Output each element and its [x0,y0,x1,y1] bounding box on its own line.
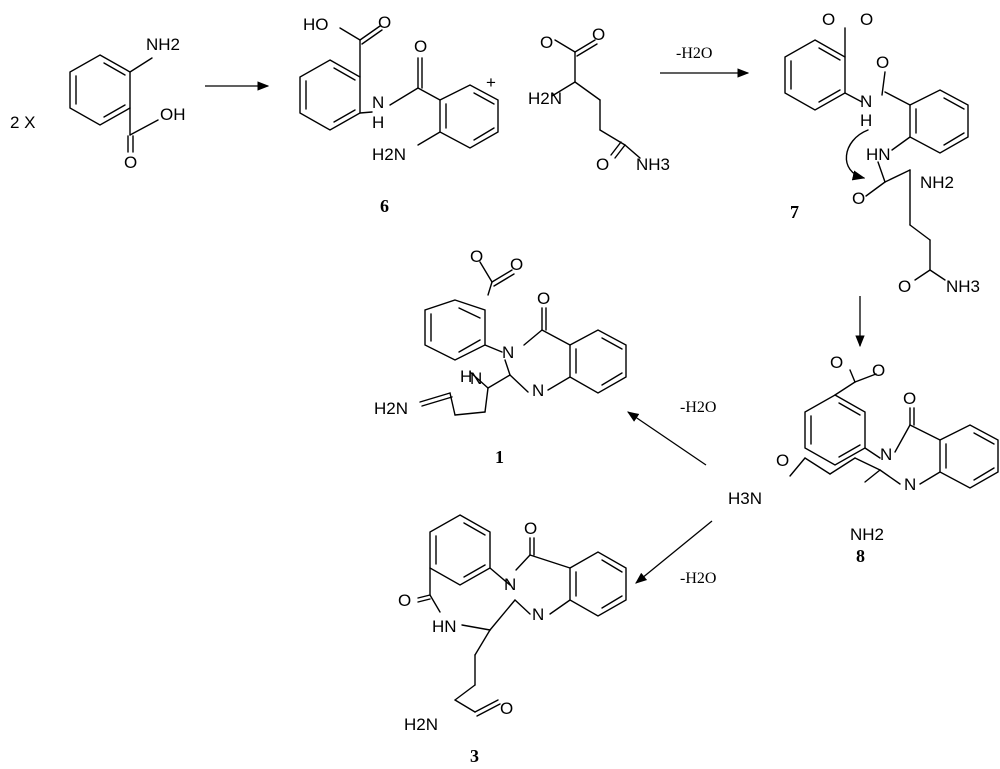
atom-o: O [592,25,605,44]
atom-o: O [500,699,513,718]
atom-n: N [532,605,544,624]
compound-label-6: 6 [380,196,389,216]
atom-o: O [398,591,411,610]
atom-o: O [596,155,609,174]
atom-n: N [860,92,872,111]
atom-h2n: H2N [404,715,438,734]
atom-o: O [378,13,391,32]
atom-o-minus: O [830,353,843,372]
compound-label-7: 7 [790,202,799,222]
glutamine-structure [551,39,641,159]
atom-h2n: H2N [374,399,408,418]
atom-nh3: NH3 [636,155,670,174]
atom-o: O [537,289,550,308]
atom-nh2: NH2 [920,173,954,192]
compound-label-1: 1 [495,447,504,467]
atom-o-minus: O [540,33,553,52]
atom-h3n: H3N [728,489,762,508]
anthranilic-acid-structure [69,54,159,153]
arrow-to-3 [635,520,713,584]
atom-nh3: NH3 [946,277,980,296]
atom-o: O [510,255,523,274]
compound-8-structure [789,369,999,489]
atom-n: N [880,445,892,464]
atom-nh2: NH2 [850,525,884,544]
arrow-to-1 [627,411,707,466]
compound-1-structure [419,261,627,416]
atom-nh2: NH2 [146,35,180,54]
atom-o: O [124,153,137,172]
atom-o: O [524,519,537,538]
reagent-count: 2 X [10,113,36,132]
compound-7-structure [784,27,969,281]
compound-6-structure [299,25,499,149]
atom-o: O [903,389,916,408]
atom-o-minus: O [822,10,835,29]
atom-o: O [414,37,427,56]
compound-3-structure [417,514,627,717]
atom-o: O [898,277,911,296]
plus-sign: + [486,73,496,92]
condition-dehydration-1: -H2O [676,45,712,62]
atom-hn: HN [432,617,457,636]
atom-h2n: H2N [372,145,406,164]
atom-ho: HO [303,15,329,34]
atom-o: O [776,451,789,470]
condition-dehydration-3: -H2O [680,570,716,587]
atom-o: O [852,189,865,208]
atom-hn: HN [866,145,891,164]
atom-h2n: H2N [528,89,562,108]
atom-n: N [372,93,384,112]
atom-o: O [860,10,873,29]
condition-dehydration-2: -H2O [680,399,716,416]
atom-o: O [876,53,889,72]
atom-n: N [470,369,482,388]
atom-n: N [532,381,544,400]
atom-n: N [502,343,514,362]
compound-label-3: 3 [470,746,479,766]
atom-n: N [504,575,516,594]
atom-h: H [372,113,384,132]
atom-n: N [904,475,916,494]
compound-label-8: 8 [856,546,865,566]
atom-h: H [460,367,472,386]
atom-oh: OH [160,105,186,124]
atom-o: O [872,361,885,380]
atom-o-minus: O [470,247,483,266]
atom-h: H [860,111,872,130]
